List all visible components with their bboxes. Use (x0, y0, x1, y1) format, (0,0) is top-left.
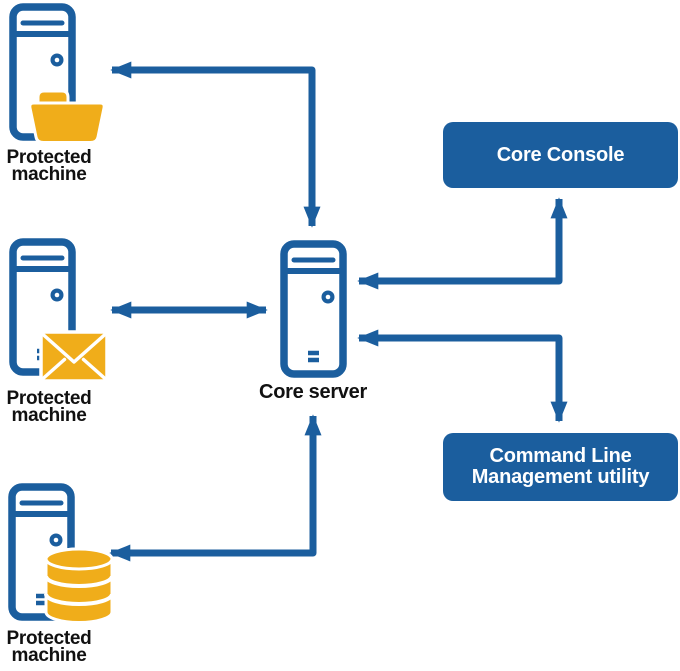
arrow-core-to-machine-database (109, 414, 322, 562)
protected-machine-folder: Protected machine (0, 0, 120, 192)
core-server-label: Core server (259, 381, 367, 403)
arrow-core-to-machine-folder (110, 61, 321, 228)
arrow-core-to-cli (357, 329, 568, 423)
database-icon (44, 547, 114, 624)
machine-label-line2: machine (11, 645, 87, 666)
cli-utility-label-line1: Command Line (489, 445, 632, 467)
machine-label-line1: Protected (6, 147, 92, 168)
arrow-core-to-console (357, 197, 568, 290)
machine-label: Protected machine (0, 147, 98, 185)
core-console-box: Core Console (443, 122, 678, 188)
folder-icon (29, 89, 105, 144)
protected-machine-database: Protected machine (0, 480, 120, 671)
cli-utility-label-line2: Management utility (471, 466, 650, 488)
machine-label: Protected machine (0, 388, 98, 426)
core-server: Core server (243, 237, 383, 407)
envelope-icon (39, 330, 109, 383)
machine-label-line1: Protected (6, 388, 92, 409)
machine-label-line1: Protected (6, 628, 92, 649)
machine-label: Protected machine (0, 628, 98, 666)
protected-machine-mail: Protected machine (0, 235, 120, 427)
machine-label-line2: machine (11, 405, 87, 426)
cli-utility-box: Command Line Management utility (443, 433, 678, 501)
core-console-label: Core Console (496, 143, 625, 166)
cli-utility-label: Command Line Management utility (472, 446, 650, 488)
machine-label-line2: machine (11, 164, 87, 185)
server-tower-icon (280, 240, 347, 378)
